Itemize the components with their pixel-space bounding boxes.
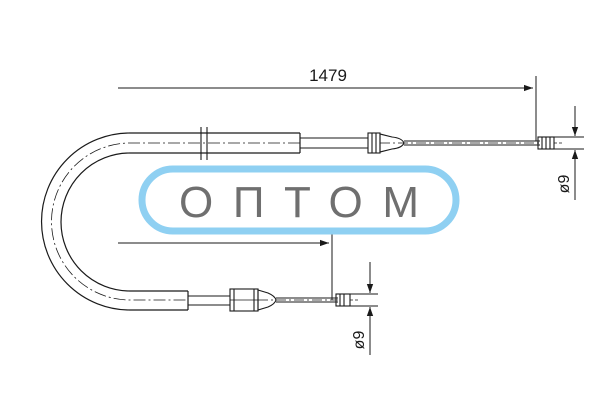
top-diameter-dimension (554, 106, 584, 200)
length-value-label: 1479 (309, 66, 347, 85)
watermark: ОПТОМ (138, 165, 460, 235)
length-dimension (118, 76, 537, 141)
lower-reference-dimension (118, 232, 333, 300)
cable-sheath (40, 132, 301, 311)
top-ferrule (367, 132, 381, 154)
sheath-centerline (51, 142, 300, 301)
bottom-end-fitting (188, 288, 358, 312)
bottom-boot (257, 289, 277, 311)
watermark-frame (138, 165, 460, 235)
top-diameter-label: ø9 (556, 175, 573, 194)
sheath-outer-edge (40, 132, 300, 311)
top-end-fitting (300, 132, 562, 154)
break-marks (200, 127, 208, 160)
bottom-end-nipple (335, 293, 351, 307)
sheath-inner-edge (60, 152, 300, 292)
bottom-diameter-label: ø9 (351, 331, 368, 350)
bottom-diameter-dimension (350, 262, 378, 355)
